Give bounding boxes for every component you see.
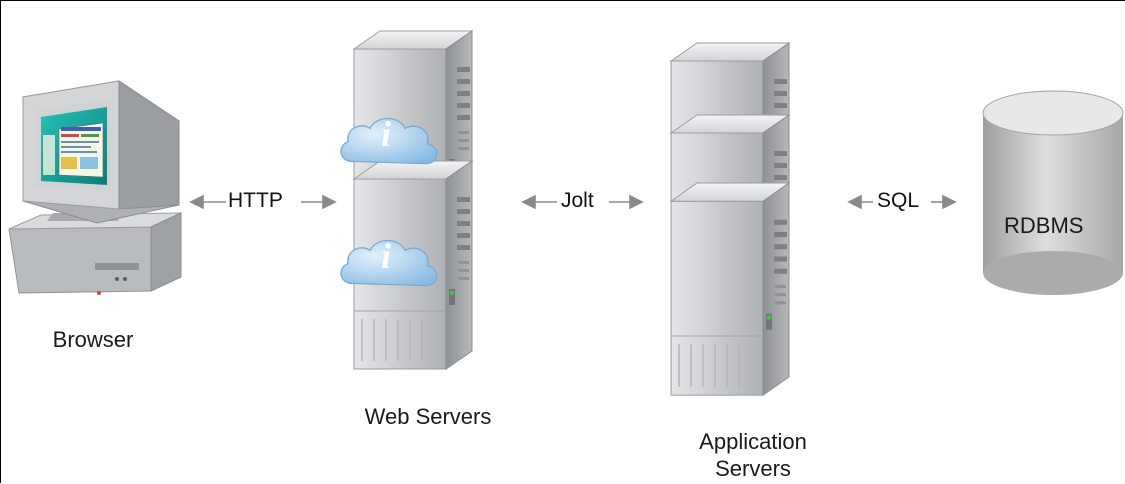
http-label: HTTP <box>228 189 283 212</box>
browser-computer-icon <box>8 80 182 295</box>
rdbms-cylinder-icon <box>982 90 1124 295</box>
jolt-arrow <box>521 194 644 210</box>
jolt-label: Jolt <box>561 189 594 212</box>
info-badge-icon-upper: i <box>381 114 392 154</box>
http-arrow <box>189 194 337 210</box>
rdbms-label: RDBMS <box>1004 213 1084 238</box>
application-servers-label-line1: Application <box>699 429 807 454</box>
sql-label: SQL <box>877 189 920 212</box>
sql-arrow <box>847 194 957 210</box>
application-servers-label-line2: Servers <box>715 456 791 481</box>
browser-label: Browser <box>52 327 134 352</box>
info-badge-icon-lower: i <box>381 236 392 276</box>
web-servers-label: Web Servers <box>364 404 492 429</box>
application-server-rack-3 <box>670 182 790 396</box>
